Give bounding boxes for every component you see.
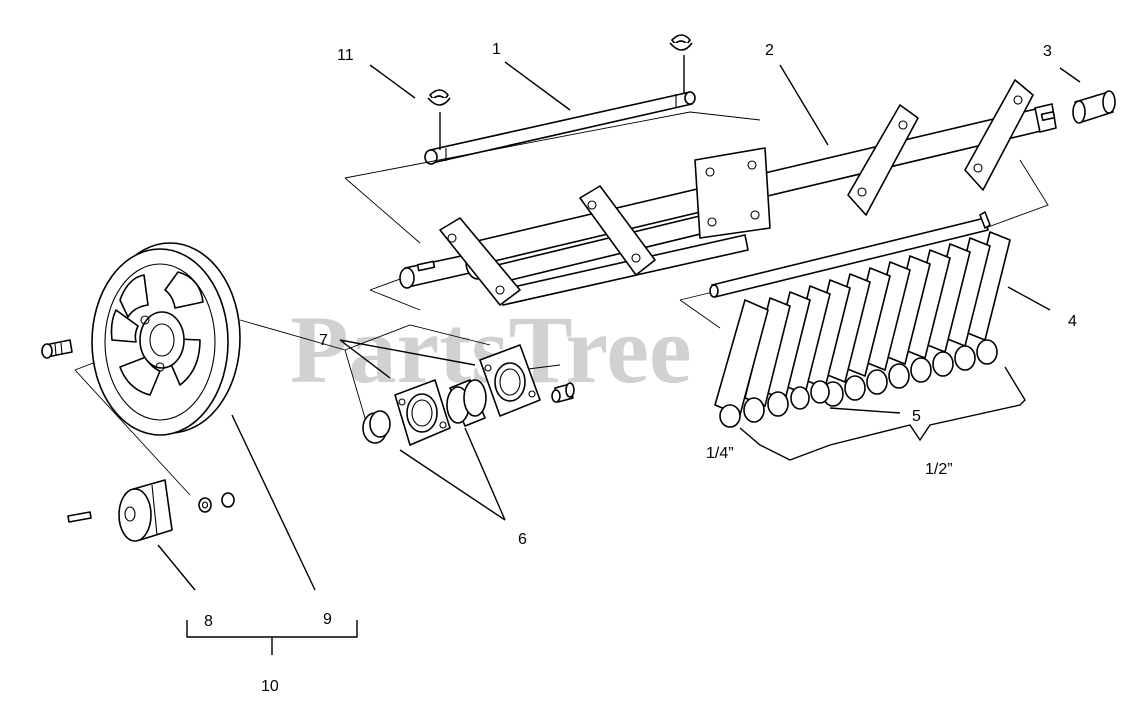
callout-8: 8 [204,613,213,630]
collar-left [362,410,391,444]
spacer-row-lower [719,380,830,428]
callout-6: 6 [518,531,527,548]
callout-5: 5 [912,408,921,425]
flange-left [394,379,451,446]
callout-1: 1 [492,41,501,58]
pulley-bolt [41,339,73,359]
part-bearings-flanges [344,324,575,446]
callout-7: 7 [319,332,328,349]
callout-3: 3 [1043,43,1052,60]
spacer-label-quarter: 1/4” [706,445,734,462]
callout-labels: 11 1 2 3 4 5 6 7 8 9 10 1/4” 1/2” [204,41,1077,695]
part-hub [67,479,235,542]
part-blade-stack [679,211,1011,416]
bearing-middle [446,379,487,427]
callout-11: 11 [337,47,354,64]
part-pulley [41,242,346,496]
part-shaft-frame [344,79,1057,311]
spacer-label-half: 1/2” [925,461,953,478]
callout-2: 2 [765,42,774,59]
bolt-flange [551,382,575,403]
callout-9: 9 [323,611,332,628]
flange-right [479,344,541,417]
callout-4: 4 [1068,313,1077,330]
callout-10: 10 [261,678,279,695]
blade-plates [714,231,1011,416]
part-rod-upper [424,34,696,165]
part-bushing [1072,90,1116,124]
part-spacers [719,339,1026,461]
spacer-row-upper [822,339,998,407]
leader-lines [157,61,1081,655]
